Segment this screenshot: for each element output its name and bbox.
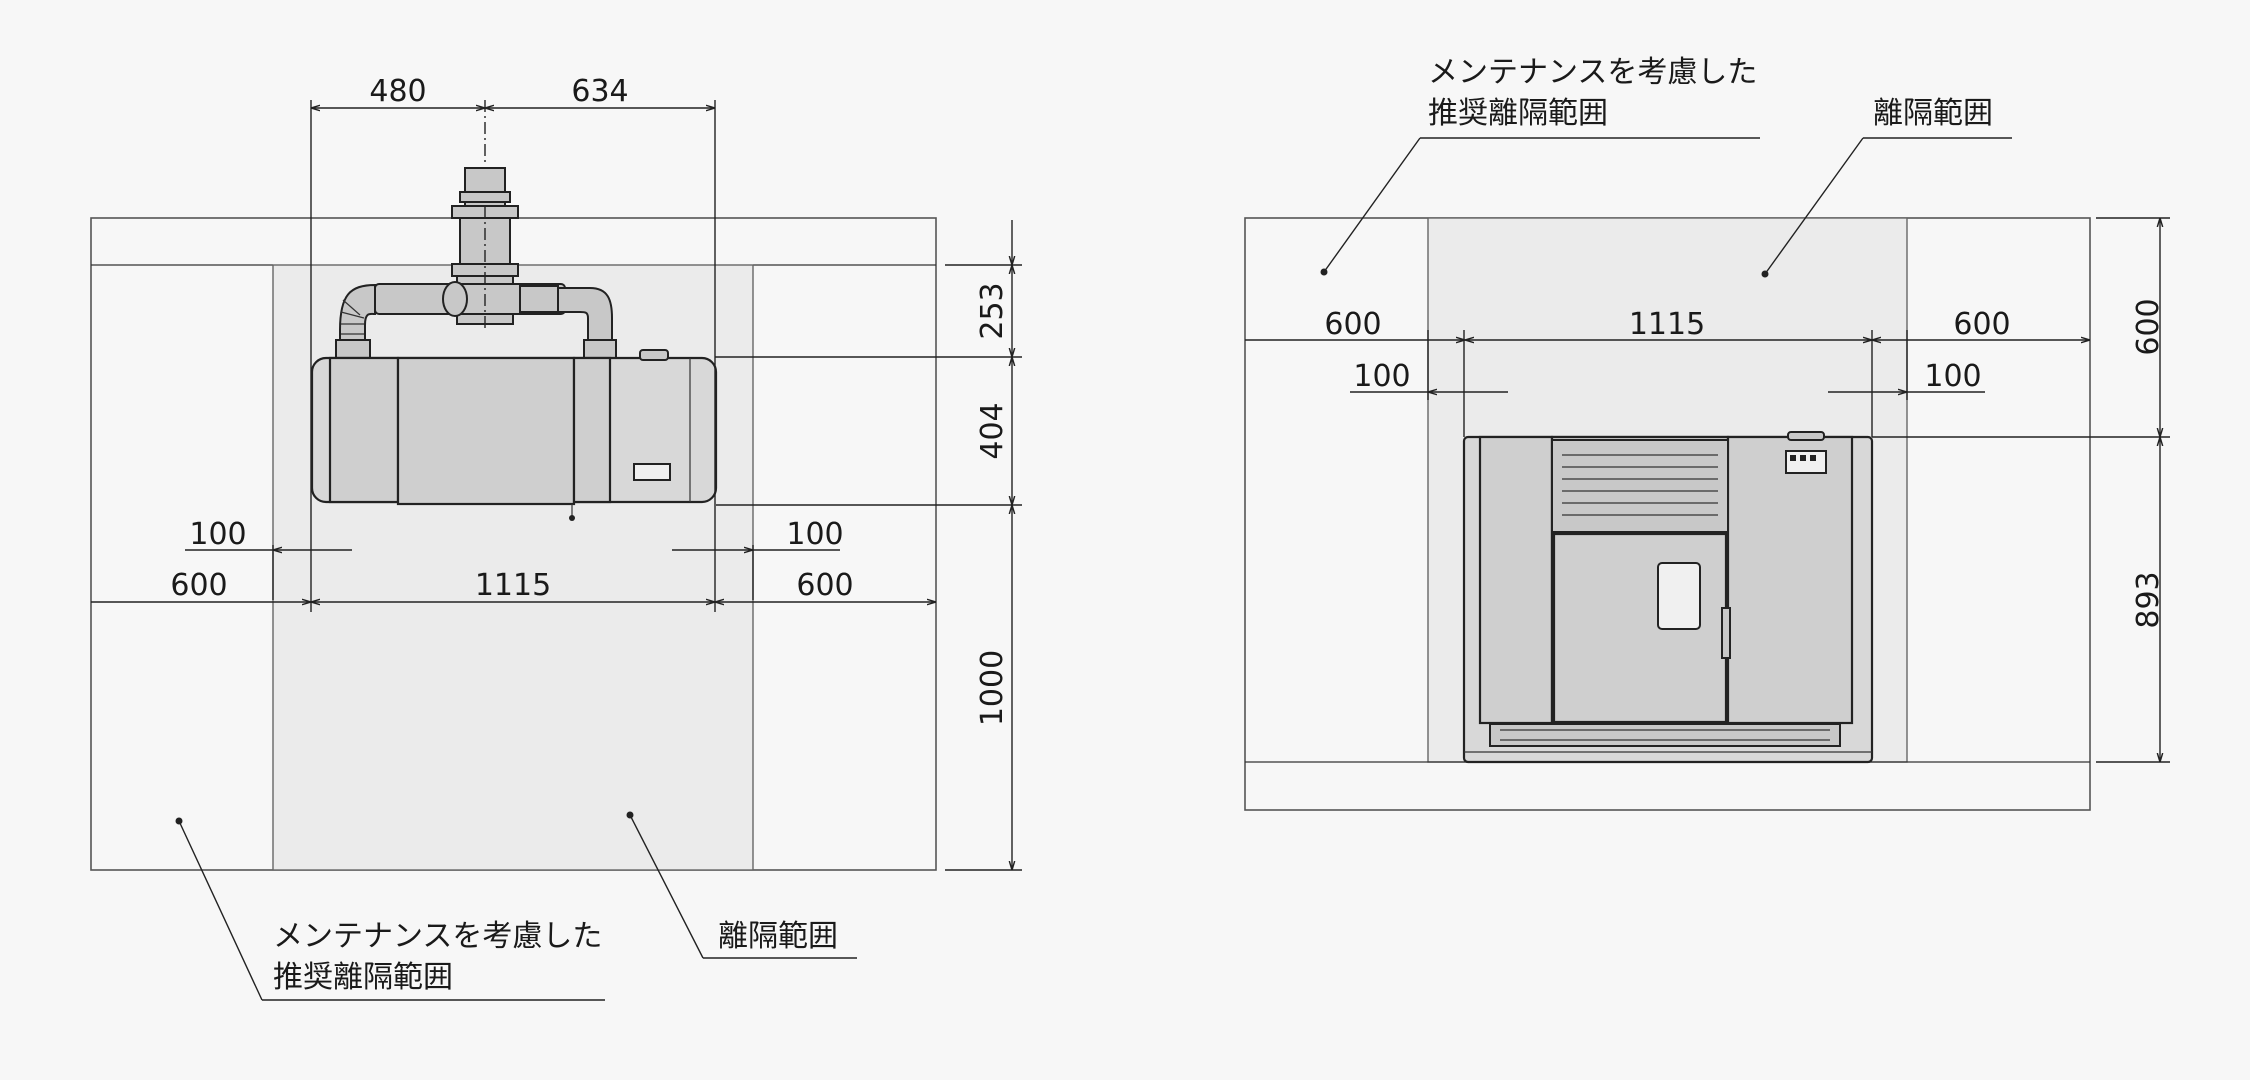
door-window (1657, 562, 1701, 630)
body-side-panel (572, 356, 612, 504)
note-clearance-front: 離隔範囲 (1873, 96, 1993, 131)
control-display (633, 463, 671, 481)
pipe-right-joint (519, 285, 559, 313)
note-clearance-top: 離隔範囲 (718, 919, 838, 954)
front-view: 600 1115 600 100 100 600 893 メンテナンスを考慮した… (1244, 55, 2170, 811)
louver-grille (1551, 439, 1729, 533)
appliance-front-view (1462, 431, 1874, 764)
dim-front-side-right-inner: 100 (1924, 359, 1981, 394)
note-recommended-top-line2: 推奨離隔範囲 (273, 960, 453, 995)
dim-pipe-left: 480 (369, 74, 426, 109)
dim-depth-front: 1000 (975, 650, 1010, 726)
dim-front-side-left-inner: 100 (1353, 359, 1410, 394)
dim-side-right-outer: 600 (796, 568, 853, 603)
body-center-panel (396, 356, 576, 506)
front-door (1552, 532, 1728, 724)
dim-top-clearance: 600 (2131, 298, 2166, 355)
top-vent (1787, 431, 1825, 441)
note-recommended-front-line2: 推奨離隔範囲 (1428, 96, 1608, 131)
pipe-end (442, 281, 468, 317)
dim-front-width: 1115 (1629, 307, 1705, 342)
dim-front-side-left-outer: 600 (1324, 307, 1381, 342)
dim-height: 893 (2131, 571, 2166, 628)
dim-side-left-outer: 600 (170, 568, 227, 603)
dim-depth-back: 253 (975, 282, 1010, 339)
note-recommended-top-line1: メンテナンスを考慮した (273, 919, 602, 954)
base-grille (1489, 723, 1841, 747)
control-panel (1785, 450, 1827, 474)
dim-side-right-inner: 100 (786, 517, 843, 552)
dim-side-left-inner: 100 (189, 517, 246, 552)
dim-depth-body: 404 (975, 402, 1010, 459)
dim-front-side-right-outer: 600 (1953, 307, 2010, 342)
top-view: 480 634 253 404 1000 100 100 600 1115 60… (90, 74, 1022, 1001)
note-recommended-front-line1: メンテナンスを考慮した (1428, 55, 1757, 90)
top-button (639, 349, 669, 361)
flue-band (459, 191, 511, 203)
knob (569, 515, 575, 521)
appliance-top-view (310, 167, 718, 521)
dim-pipe-right: 634 (571, 74, 628, 109)
body-end-left (328, 356, 400, 504)
front-left-panel (1478, 435, 1554, 725)
door-handle (1721, 607, 1731, 659)
dim-width: 1115 (475, 568, 551, 603)
front-right-panel (1726, 435, 1854, 725)
